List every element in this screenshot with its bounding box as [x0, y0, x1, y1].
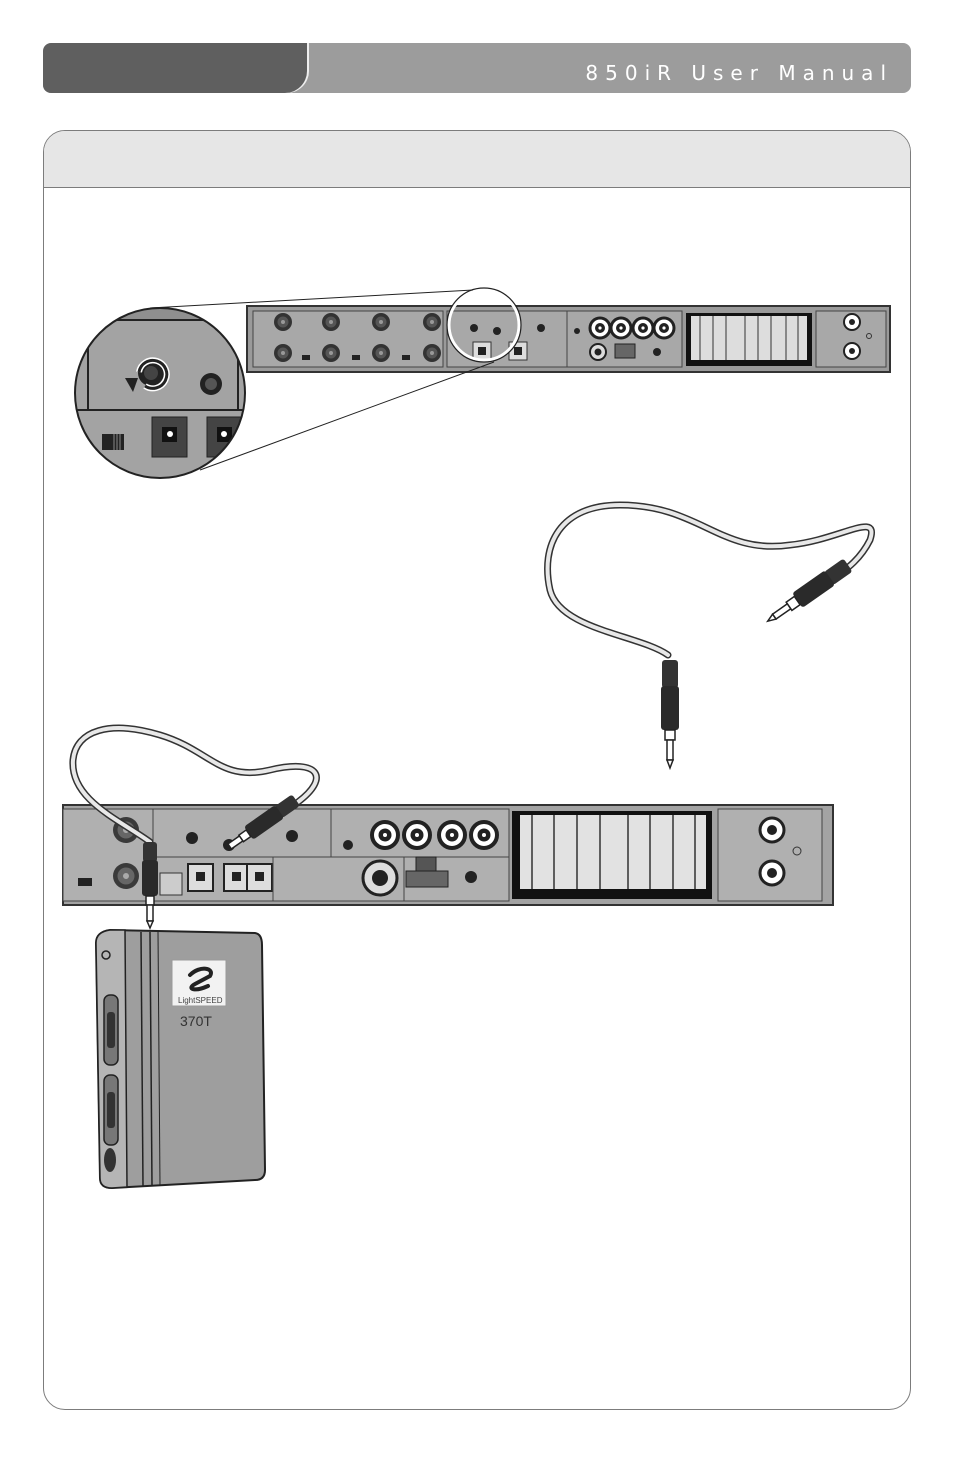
audio-cable-loose [548, 505, 872, 768]
rack-panel-top [247, 288, 890, 372]
device-model-label: 370T [180, 1013, 212, 1029]
device-brand-label: LightSPEED [178, 996, 223, 1005]
rack-panel-bottom [63, 805, 833, 905]
transmitter-device: LightSPEED 370T [96, 930, 265, 1188]
